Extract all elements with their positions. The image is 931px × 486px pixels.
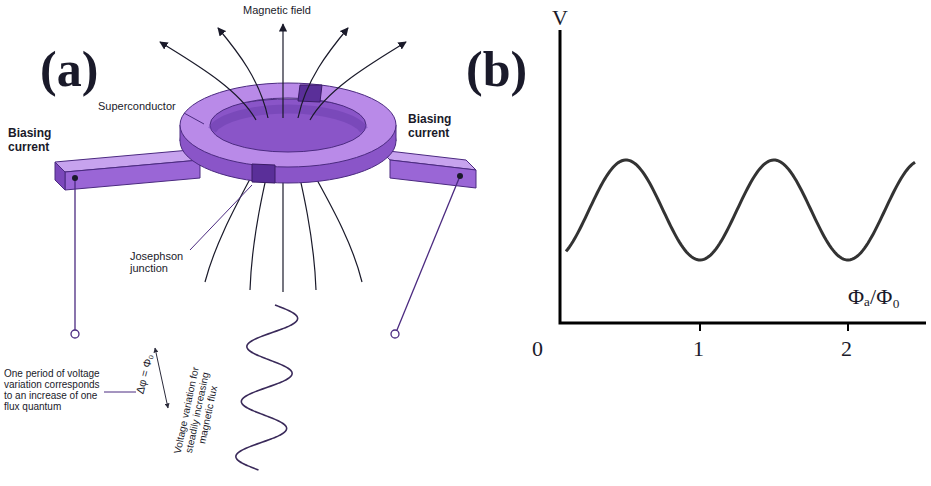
bias-label: Biasing current bbox=[8, 126, 60, 154]
dimension-label: Δφ = Φ₀ bbox=[133, 353, 154, 395]
bias-wires-part bbox=[74, 178, 75, 330]
bias-wires-part bbox=[397, 176, 460, 330]
contact-dots-part bbox=[457, 173, 463, 179]
tick-label: 1 bbox=[693, 336, 717, 362]
bias-tab-left-part bbox=[55, 162, 65, 190]
axis-title: Φₐ/Φ₀ bbox=[848, 284, 928, 310]
tick-label: 0 bbox=[532, 336, 556, 362]
bias-tab-left-part bbox=[65, 160, 200, 190]
part-label: Josephson junction bbox=[130, 250, 194, 274]
field-lines-upper-part bbox=[298, 28, 348, 118]
bias-tab-right bbox=[380, 150, 476, 188]
field-lines-upper bbox=[160, 24, 406, 120]
wave-label: Voltage variation for steadily increasin… bbox=[169, 354, 225, 470]
period-dimension bbox=[155, 348, 168, 408]
contact-dots-part bbox=[391, 330, 399, 338]
superconductor-ring bbox=[180, 83, 396, 183]
superconductor-ring-part bbox=[180, 83, 396, 167]
leader-lines-part bbox=[190, 185, 252, 250]
bias-tab-right-part bbox=[390, 160, 476, 188]
wave-path bbox=[236, 305, 298, 470]
field-lines-upper-part bbox=[218, 28, 268, 118]
note-text: One period of voltage variation correspo… bbox=[4, 368, 104, 412]
axis-ticks-part bbox=[699, 323, 701, 331]
axis-ticks bbox=[700, 323, 848, 331]
voltage-curve bbox=[566, 160, 915, 260]
tick-label: 2 bbox=[841, 336, 865, 362]
bias-label: Biasing current bbox=[408, 112, 460, 140]
panel-letter: (a) bbox=[40, 40, 120, 98]
axis-ticks-part bbox=[847, 323, 849, 331]
leader-lines bbox=[104, 113, 252, 392]
field-lines-upper-part bbox=[282, 24, 283, 118]
bias-wires bbox=[75, 176, 460, 330]
plot-axes bbox=[560, 30, 926, 323]
bias-tab-left bbox=[55, 150, 200, 190]
contact-dots-part bbox=[71, 330, 79, 338]
josephson-junction-part bbox=[298, 85, 322, 102]
voltage-wave bbox=[236, 305, 298, 470]
josephson-junction-part bbox=[252, 164, 275, 183]
field-lines-upper-part bbox=[310, 42, 406, 120]
superconductor-ring-part bbox=[212, 109, 364, 130]
curve-path bbox=[566, 160, 915, 260]
contact-dots-part bbox=[72, 175, 78, 181]
axis-title: V bbox=[552, 5, 582, 31]
panel-letter: (b) bbox=[466, 40, 546, 98]
plot-axes-part bbox=[560, 30, 926, 323]
field-label: Magnetic field bbox=[243, 4, 333, 16]
leader-lines-part bbox=[184, 113, 204, 124]
contact-dots bbox=[71, 173, 463, 338]
part-label: Superconductor bbox=[98, 100, 186, 112]
leader-lines-part bbox=[104, 392, 136, 393]
